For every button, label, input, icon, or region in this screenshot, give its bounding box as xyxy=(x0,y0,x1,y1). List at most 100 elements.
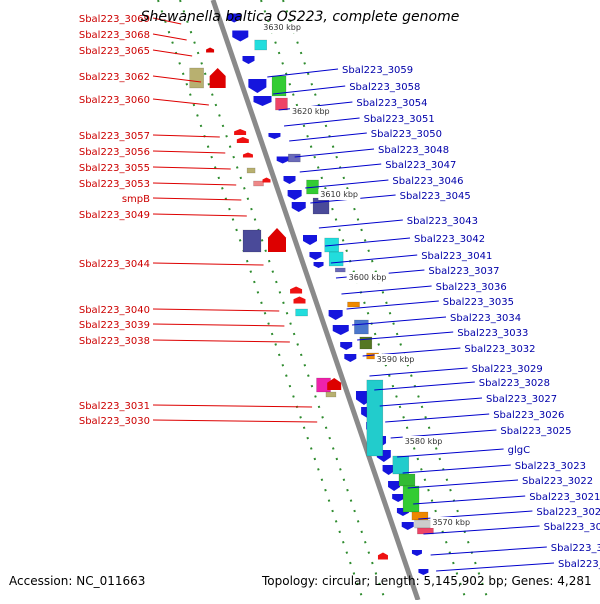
gene-label: Sbal223_3034 xyxy=(450,313,521,324)
gene-label: Sbal223_3043 xyxy=(407,216,478,227)
label-leader xyxy=(152,150,226,154)
gene-right-12 xyxy=(309,252,322,260)
gene-right-24 xyxy=(388,481,401,491)
label-leader xyxy=(273,85,346,95)
gene-right-14 xyxy=(328,310,343,320)
label-leader xyxy=(152,98,209,106)
gene-label: Sbal223_3069 xyxy=(79,14,150,25)
gene-right-23 xyxy=(382,465,395,475)
gene-right-17 xyxy=(344,354,357,362)
label-leader xyxy=(346,300,439,310)
gene-3057 xyxy=(234,129,247,135)
gene-3040 xyxy=(290,286,303,294)
gene-label: Sbal223_3033 xyxy=(457,328,528,339)
gene-label: Sbal223_3018 xyxy=(544,522,600,533)
label-leader xyxy=(152,323,285,327)
label-leader xyxy=(374,381,475,391)
gene-3031-b xyxy=(327,378,342,390)
guide-track-4 xyxy=(282,0,489,601)
label-leader xyxy=(369,367,468,377)
label-leader xyxy=(152,17,182,25)
gene-label: Sbal223_3057 xyxy=(79,131,150,142)
label-leader xyxy=(152,404,313,408)
gene-label: Sbal223_3042 xyxy=(414,234,485,245)
label-leader xyxy=(152,166,231,170)
gene-right-27 xyxy=(401,522,414,530)
gene-3044-a xyxy=(242,229,262,253)
gene-right-1 xyxy=(227,13,242,23)
label-leader xyxy=(413,495,526,505)
label-leader xyxy=(152,75,202,83)
gene-3065 xyxy=(206,47,215,53)
gene-label: Sbal223_3045 xyxy=(400,191,471,202)
gene-3060 xyxy=(209,68,226,88)
label-leader xyxy=(152,49,193,57)
gene-3041 xyxy=(328,251,344,267)
gene-label: Sbal223_3048 xyxy=(378,145,449,156)
gene-3044-b xyxy=(268,228,286,252)
guide-track-1 xyxy=(157,0,364,601)
gene-3039 xyxy=(293,296,306,304)
topology-text: Topology: circular; Length: 5,145,902 bp… xyxy=(262,574,592,588)
label-leader xyxy=(402,464,511,474)
gene-label: Sbal223_3050 xyxy=(371,129,442,140)
kbp-tick-label: 3570 kbp xyxy=(432,518,470,527)
label-leader xyxy=(397,448,504,458)
gene-label: Sbal223_3056 xyxy=(79,147,150,158)
gene-right-5 xyxy=(253,96,272,106)
gene-label: Sbal223_3028 xyxy=(479,378,550,389)
gene-label: Sbal223_3049 xyxy=(79,210,150,221)
label-leader xyxy=(152,262,264,266)
kbp-tick-bg xyxy=(318,189,361,200)
gene-label: Sbal223_3051 xyxy=(364,114,435,125)
gene-label: Sbal223_3032 xyxy=(464,344,535,355)
gene-label: Sbal223_3054 xyxy=(356,98,427,109)
gene-label: Sbal223_3040 xyxy=(79,305,150,316)
label-leader xyxy=(152,197,242,201)
kbp-tick-label: 3630 kbp xyxy=(263,23,301,32)
gene-3038 xyxy=(295,308,308,317)
label-leader xyxy=(152,419,318,423)
gene-right-28 xyxy=(411,550,422,556)
gene-label: Sbal223_3031 xyxy=(79,401,150,412)
gene-label: Sbal223_3047 xyxy=(385,160,456,171)
label-leader xyxy=(423,525,540,535)
kbp-tick-bg xyxy=(346,272,389,283)
gene-3054 xyxy=(275,97,288,111)
page-title: Shewanella baltica OS223, complete genom… xyxy=(140,9,460,25)
gene-right-16 xyxy=(340,342,353,350)
gene-3037 xyxy=(335,267,346,273)
gene-3056 xyxy=(236,137,249,143)
gene-3053 xyxy=(246,167,256,174)
gene-label: Sbal223_3022 xyxy=(522,476,593,487)
backbone-line xyxy=(210,0,421,601)
gene-label: Sbal223_3055 xyxy=(79,163,150,174)
gene-label: Sbal223_3015 xyxy=(558,559,600,570)
gene-features xyxy=(189,13,434,575)
gene-right-6 xyxy=(268,133,281,139)
gene-right-13 xyxy=(313,262,324,268)
operon-block-2 xyxy=(392,455,410,475)
kbp-tick-label: 3620 kbp xyxy=(292,107,330,116)
gene-label: Sbal223_3023 xyxy=(515,461,586,472)
label-leader xyxy=(152,182,237,186)
gene-3034 xyxy=(354,319,369,335)
label-leader xyxy=(152,33,187,41)
gene-right-8 xyxy=(283,176,296,184)
gene-3055 xyxy=(242,152,253,158)
gene-right-4 xyxy=(248,79,267,93)
kbp-tick-label: 3600 kbp xyxy=(349,273,387,282)
gene-3048 xyxy=(288,153,301,163)
gene-label: Sbal223_3038 xyxy=(79,336,150,347)
gene-right-3 xyxy=(242,56,255,64)
gene-label: Sbal223_3037 xyxy=(428,266,499,277)
gene-3035 xyxy=(347,301,360,308)
label-leader xyxy=(385,413,490,423)
gene-label: Sbal223_3039 xyxy=(79,320,150,331)
kbp-tick-label: 3610 kbp xyxy=(320,190,358,199)
gene-3049 xyxy=(262,177,271,183)
label-leader xyxy=(357,331,454,341)
gene-3062 xyxy=(189,67,204,89)
gene-label: Sbal223_3029 xyxy=(472,364,543,375)
